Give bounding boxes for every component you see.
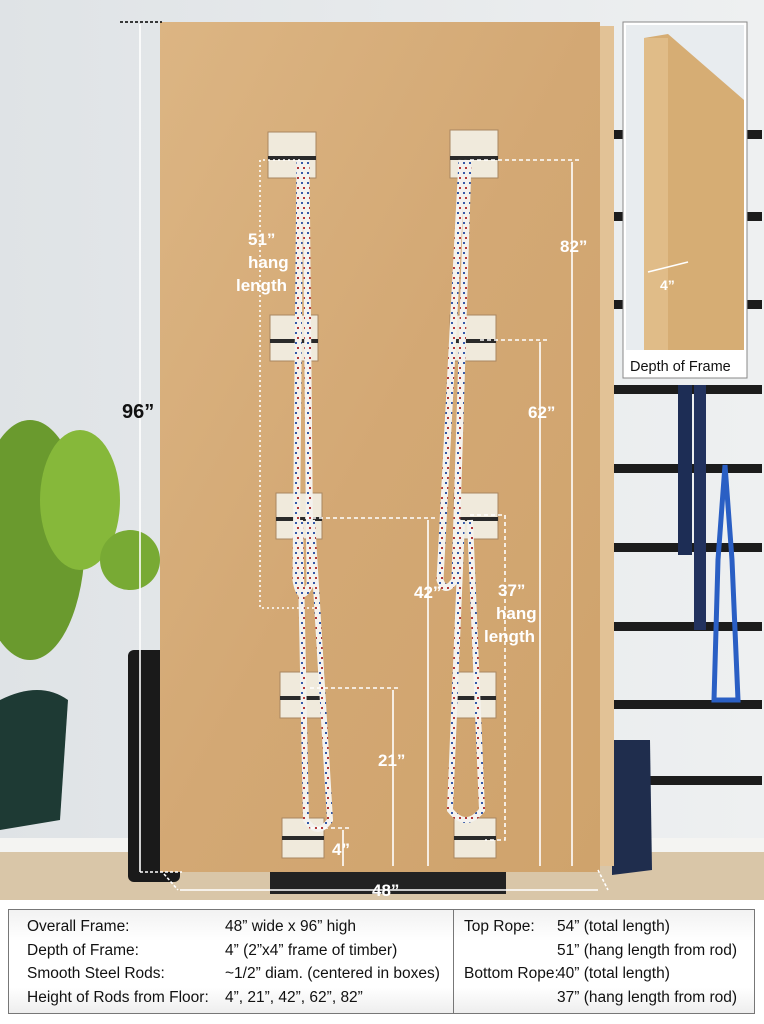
- annotation-labels: 96” 51” hang length 82” 62” 42” 37” hang…: [122, 230, 587, 900]
- annotated-photo: 96” 51” hang length 82” 62” 42” 37” hang…: [0, 0, 764, 900]
- spec-label: Bottom Rope:: [464, 965, 559, 982]
- label-top-rope-hang-1: 51”: [248, 230, 275, 249]
- spec-label: [464, 939, 557, 963]
- spec-label: Height of Rods from Floor:: [27, 988, 209, 1006]
- spec-row: Bottom Rope:40” (total length): [464, 962, 754, 986]
- depth-inset: 4” Depth of Frame: [622, 21, 748, 379]
- spec-value: 4” (2”x4” frame of timber): [225, 941, 398, 959]
- spec-row: Height of Rods from Floor: 4”, 21”, 42”, …: [27, 986, 453, 1010]
- spec-label: Top Rope:: [464, 918, 535, 935]
- label-rod-62: 62”: [528, 403, 555, 422]
- frame-side: [598, 26, 614, 866]
- rope-specs: Top Rope: 54” (total length) 51” (hang le…: [454, 910, 754, 1013]
- spec-row: Depth of Frame: 4” (2”x4” frame of timber…: [27, 939, 453, 963]
- spec-row: Overall Frame: 48” wide x 96” high: [27, 915, 453, 939]
- label-rod-21: 21”: [378, 751, 405, 770]
- label-width: 48”: [372, 881, 399, 900]
- specs-table: Overall Frame: 48” wide x 96” high Depth …: [8, 909, 755, 1014]
- label-bottom-rope-hang-1: 37”: [498, 581, 525, 600]
- spec-label: Depth of Frame:: [27, 941, 139, 959]
- label-rod-42: 42”: [414, 583, 441, 602]
- spec-value: ~1/2” diam. (centered in boxes): [225, 965, 440, 982]
- bottom-ropes: [297, 519, 486, 832]
- label-top-rope-hang-2: hang: [248, 253, 289, 272]
- plywood-board: [160, 22, 600, 872]
- spec-row: Top Rope: 54” (total length): [464, 915, 754, 939]
- label-bottom-rope-hang-3: length: [484, 627, 535, 646]
- inset-caption: Depth of Frame: [630, 359, 731, 375]
- spec-label: [464, 986, 557, 1010]
- spec-value: 54” (total length): [557, 918, 670, 935]
- spec-value: 51” (hang length from rod): [557, 941, 738, 959]
- spec-value: 37” (hang length from rod): [557, 988, 738, 1006]
- plant: [0, 420, 160, 830]
- spec-value: 48” wide x 96” high: [225, 918, 356, 935]
- label-top-rope-hang-3: length: [236, 276, 287, 295]
- spec-label: Smooth Steel Rods:: [27, 965, 165, 982]
- label-rod-4: 4”: [332, 840, 350, 859]
- label-total-height: 96”: [122, 401, 154, 423]
- spec-row: 51” (hang length from rod): [464, 939, 754, 963]
- frame-specs: Overall Frame: 48” wide x 96” high Depth …: [9, 910, 454, 1013]
- inset-depth-label: 4”: [660, 277, 675, 293]
- label-bottom-rope-hang-2: hang: [496, 604, 537, 623]
- spec-row: Smooth Steel Rods: ~1/2” diam. (centered …: [27, 962, 453, 986]
- spec-row: 37” (hang length from rod): [464, 986, 754, 1010]
- spec-label: Overall Frame:: [27, 918, 130, 935]
- spec-value: 4”, 21”, 42”, 62”, 82”: [225, 988, 363, 1006]
- spec-value: 40” (total length): [557, 965, 670, 982]
- dimension-lines: [120, 21, 609, 891]
- label-rod-82: 82”: [560, 237, 587, 256]
